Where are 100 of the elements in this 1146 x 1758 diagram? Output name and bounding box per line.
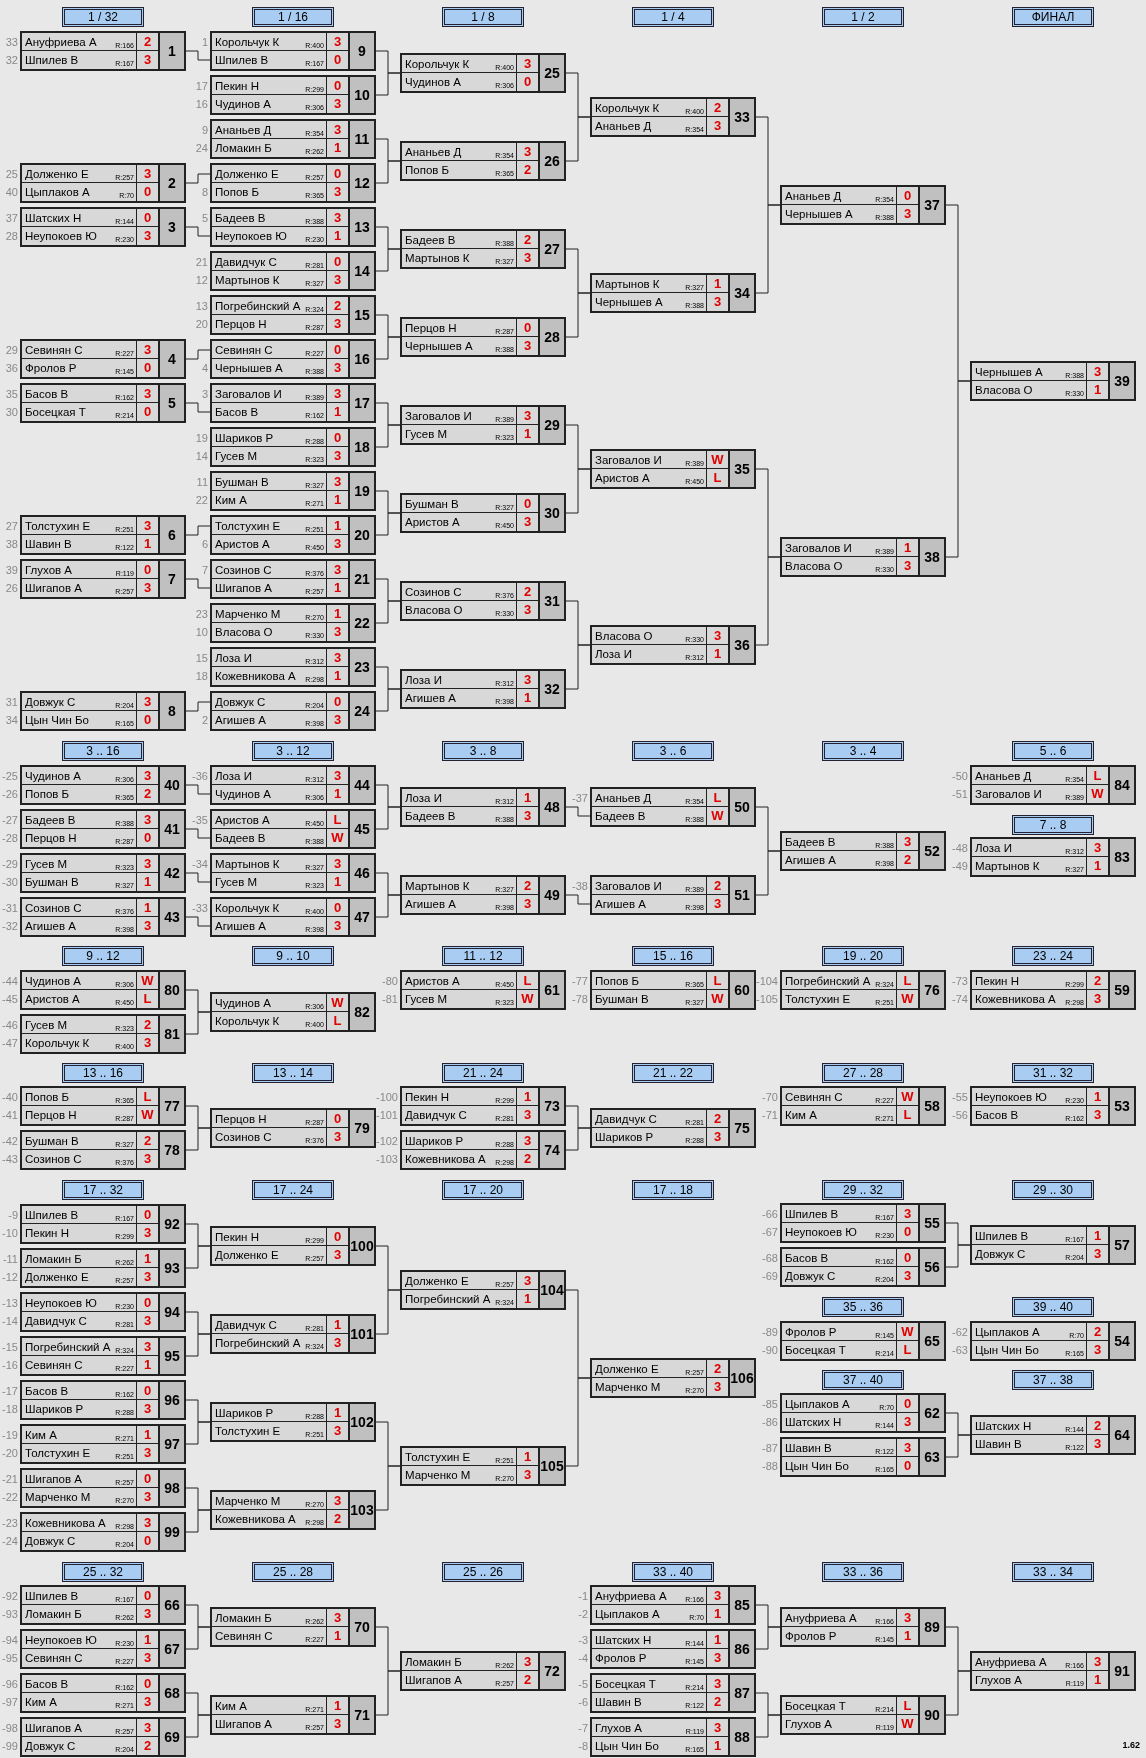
match-box: [20, 515, 186, 555]
match-number: 44: [348, 767, 374, 803]
player-name: Аристов А: [405, 515, 460, 530]
match-number: 24: [348, 693, 374, 729]
connector-line: [185, 349, 211, 360]
match-box: [20, 897, 186, 937]
connector-line: [185, 226, 211, 237]
player-name: Глухов А: [595, 1721, 643, 1736]
match-box: [20, 207, 186, 247]
match-box: [970, 837, 1136, 877]
match-box: [210, 207, 376, 247]
player-name: Ким А: [215, 493, 247, 508]
player-name: Чудинов А: [215, 996, 271, 1011]
match-number: 59: [1108, 972, 1134, 1008]
seed-number: -74: [952, 992, 968, 1006]
player-name: Шариков Р: [215, 431, 274, 446]
player-name: Власова О: [405, 603, 463, 618]
connector-line: [375, 1670, 401, 1716]
seed-number: -22: [2, 1490, 18, 1504]
player-name: Неупокоев Ю: [25, 1633, 97, 1648]
match-box: [210, 559, 376, 599]
player-name: Шариков Р: [595, 1130, 654, 1145]
seed-number: -80: [382, 974, 398, 988]
match-box: [590, 1585, 756, 1625]
player-name: Шпилев В: [975, 1229, 1029, 1244]
player-name: Бушман В: [25, 1134, 79, 1149]
player-name: Аристов А: [25, 992, 80, 1007]
player-name: Долженко Е: [215, 167, 279, 182]
player-name: Корольчук К: [215, 1014, 280, 1029]
connector-line: [375, 894, 401, 918]
round-header: 31 .. 32: [1012, 1063, 1094, 1083]
match-number: 88: [728, 1719, 754, 1755]
round-header: 3 .. 16: [62, 741, 144, 761]
connector-line: [185, 916, 211, 927]
seed-number: -102: [375, 1134, 398, 1148]
match-box: [970, 765, 1136, 805]
round-header: 33 .. 36: [822, 1562, 904, 1582]
round-header: 1 / 32: [62, 7, 144, 27]
player-name: Бушман В: [405, 497, 459, 512]
match-box: [590, 970, 756, 1010]
player-name: Фролов Р: [595, 1651, 647, 1666]
player-name: Шпилев В: [785, 1207, 839, 1222]
round-header: 25 .. 32: [62, 1562, 144, 1582]
version-label: 1.62: [1122, 1740, 1140, 1750]
player-name: Долженко Е: [405, 1274, 469, 1289]
player-name: Басов В: [25, 387, 69, 402]
match-box: [210, 383, 376, 423]
match-box: [590, 1629, 756, 1669]
match-box: [210, 897, 376, 937]
seed-number: 26: [5, 581, 18, 595]
match-box: [20, 809, 186, 849]
player-name: Глухов А: [785, 1717, 833, 1732]
player-name: Марченко М: [405, 1468, 471, 1483]
player-name: Чудинов А: [25, 769, 81, 784]
seed-number: 27: [5, 519, 18, 533]
player-name: Цын Чин Бо: [25, 713, 89, 728]
seed-number: 28: [5, 229, 18, 243]
round-header: 17 .. 24: [252, 1180, 334, 1200]
player-name: Пекин Н: [405, 1090, 449, 1105]
player-name: Гусев М: [405, 427, 448, 442]
round-header: 3 .. 8: [442, 741, 524, 761]
match-box: [210, 295, 376, 335]
player-name: Давидчук С: [595, 1112, 657, 1127]
connector-line: [755, 556, 781, 646]
player-name: Заговалов И: [595, 879, 662, 894]
player-name: Чернышев А: [215, 361, 283, 376]
match-box: [210, 31, 376, 71]
seed-number: -63: [952, 1343, 968, 1357]
seed-number: -68: [762, 1251, 778, 1265]
seed-number: -93: [2, 1607, 18, 1621]
player-name: Цыплаков А: [975, 1325, 1040, 1340]
connector-line: [565, 116, 591, 162]
player-name: Кожевникова А: [215, 669, 296, 684]
player-name: Пекин Н: [215, 1230, 259, 1245]
player-name: Басов В: [215, 405, 259, 420]
player-name: Мартынов К: [215, 857, 280, 872]
round-header: 7 .. 8: [1012, 815, 1094, 835]
player-name: Ануфриева А: [595, 1589, 667, 1604]
match-box: [210, 1108, 376, 1148]
round-header: ФИНАЛ: [1012, 7, 1094, 27]
seed-number: -66: [762, 1207, 778, 1221]
seed-number: -6: [578, 1695, 588, 1709]
match-number: 2: [158, 165, 184, 201]
match-number: 40: [158, 767, 184, 803]
round-header: 19 .. 20: [822, 946, 904, 966]
player-name: Шигапов А: [215, 581, 272, 596]
round-header: 17 .. 18: [632, 1180, 714, 1200]
match-number: 9: [348, 33, 374, 69]
match-number: 74: [538, 1132, 564, 1168]
match-box: [210, 251, 376, 291]
player-name: Мартынов К: [215, 273, 280, 288]
seed-number: -24: [2, 1534, 18, 1548]
match-number: 29: [538, 407, 564, 443]
match-box: [400, 229, 566, 269]
match-number: 1: [158, 33, 184, 69]
player-name: Погребинский А: [215, 299, 301, 314]
match-box: [590, 787, 756, 827]
player-name: Шатских Н: [595, 1633, 652, 1648]
match-box: [20, 1248, 186, 1288]
round-header: 9 .. 10: [252, 946, 334, 966]
